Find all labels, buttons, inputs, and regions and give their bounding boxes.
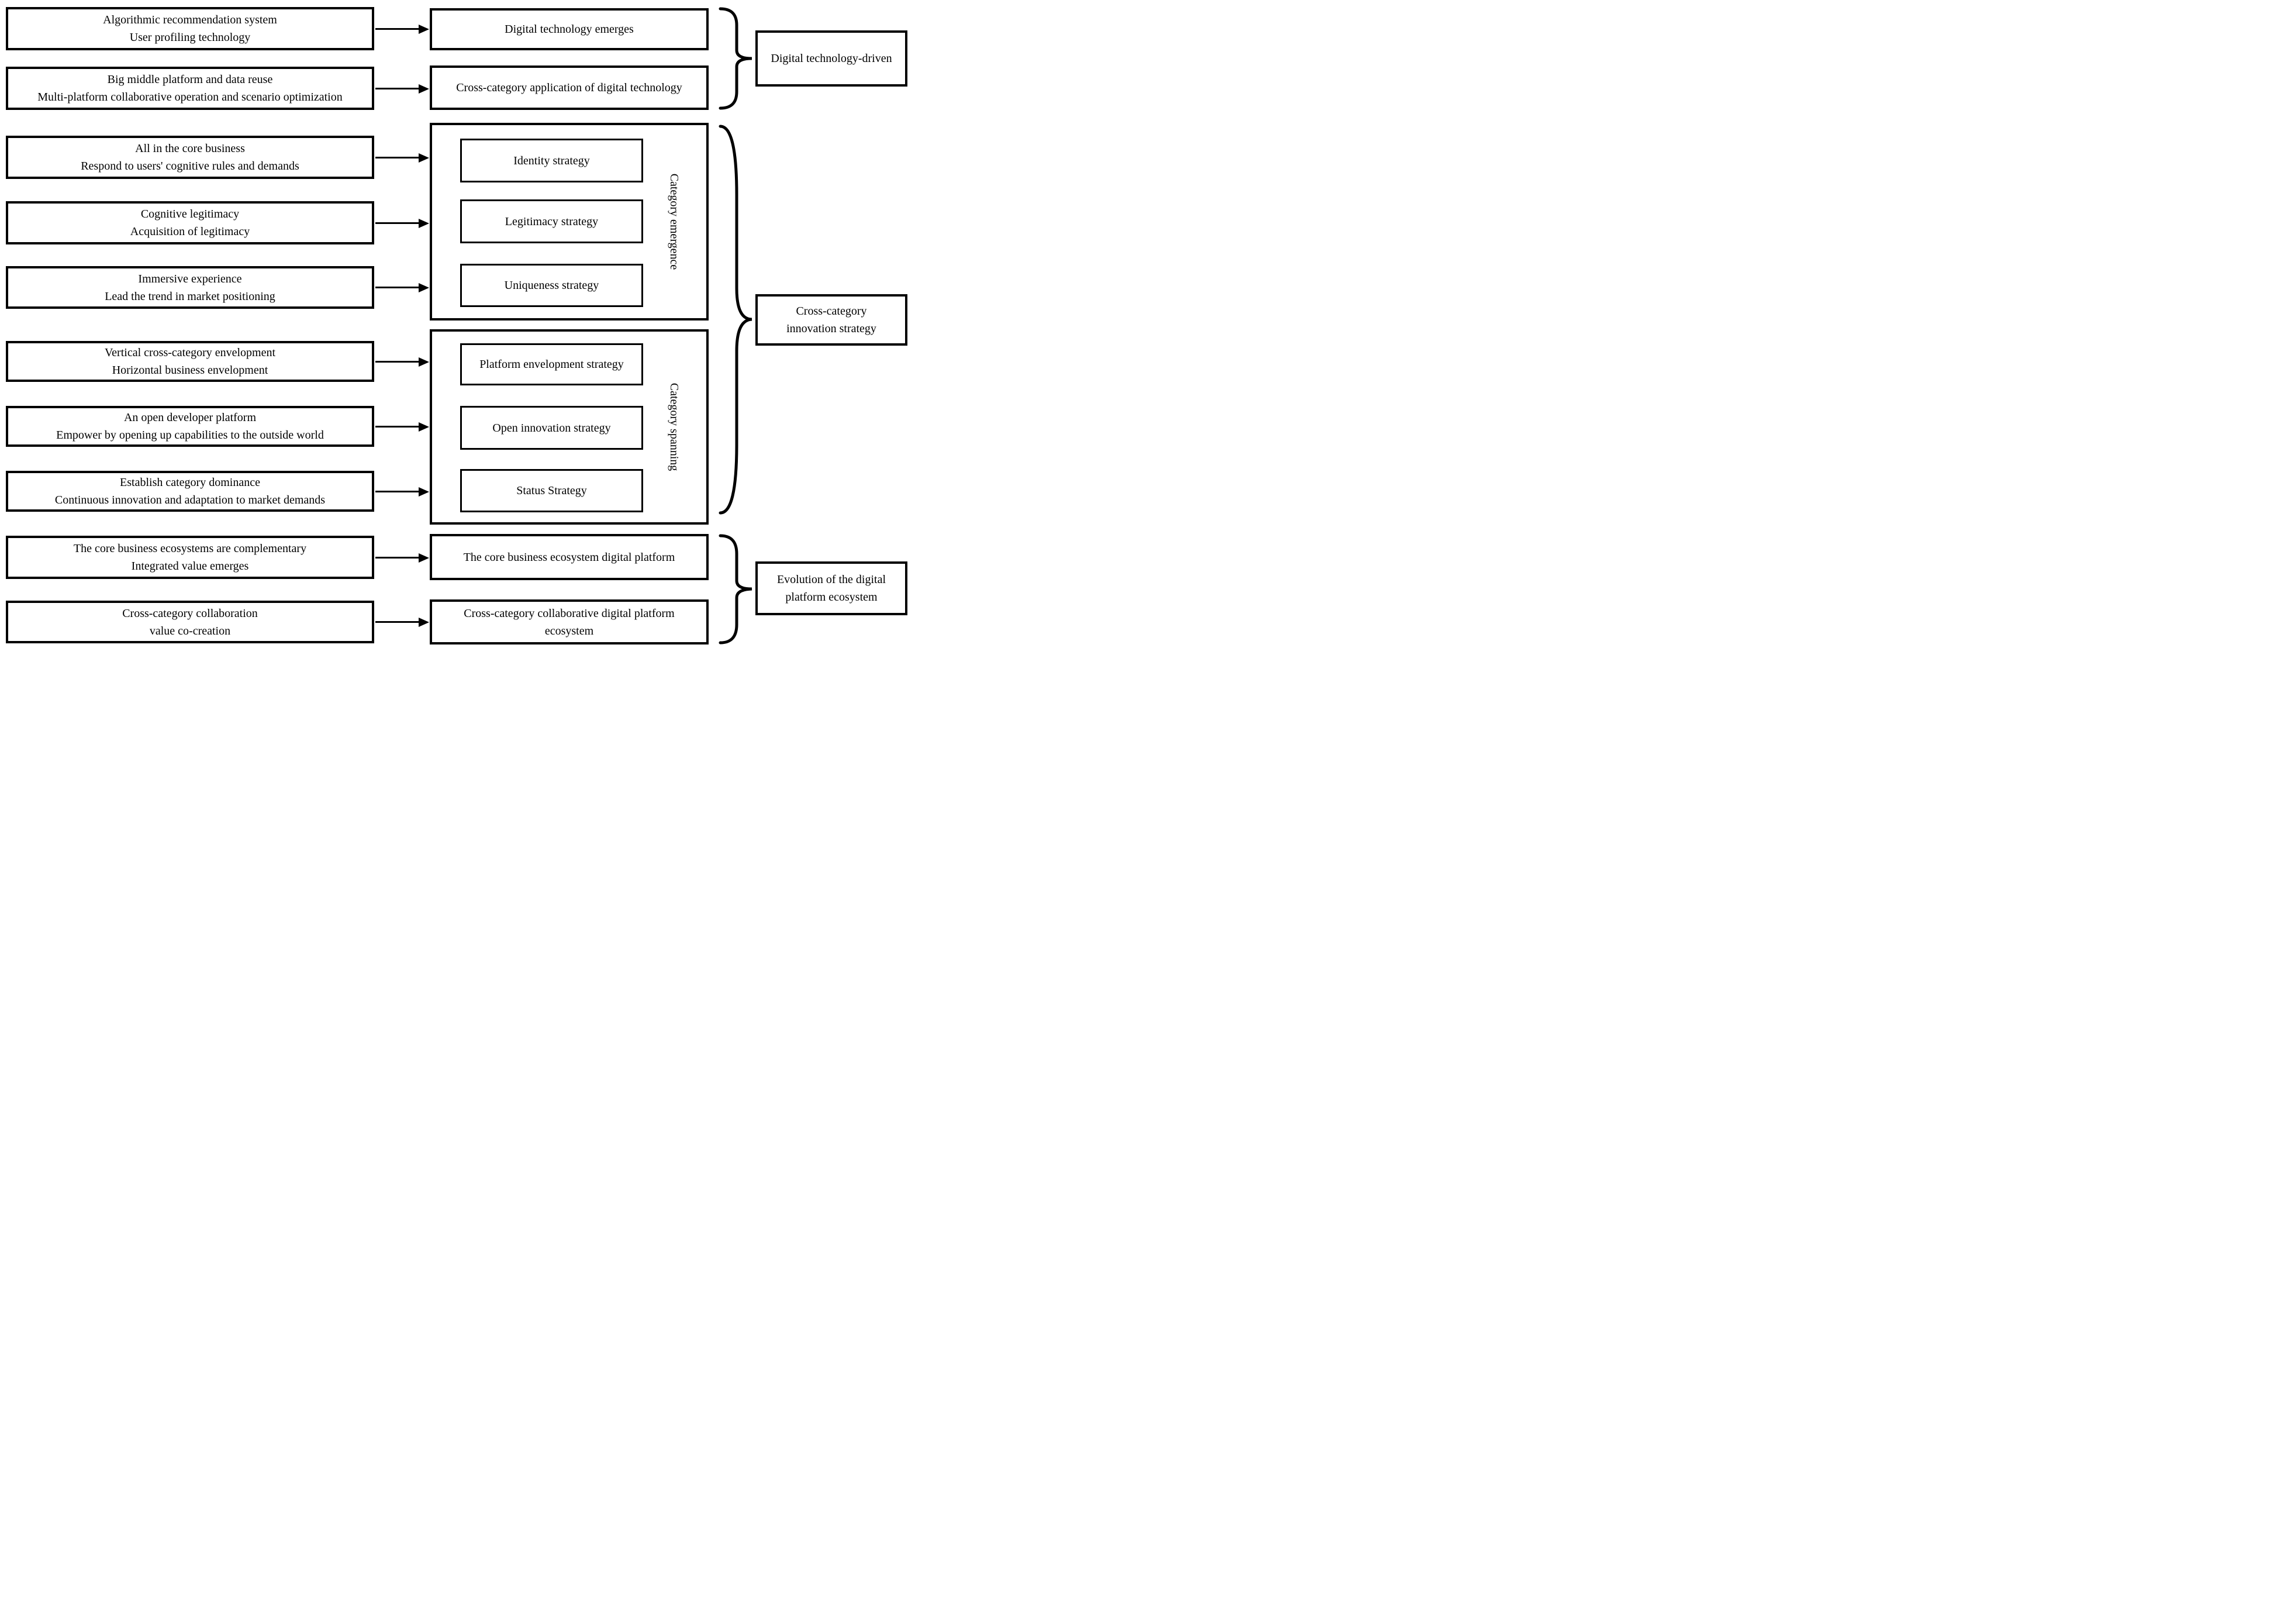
brace-digital-technology-driven [719, 7, 752, 110]
right-box-evolution-digital-platform-ecosystem: Evolution of the digital platform ecosys… [755, 561, 907, 615]
left-box-8-line2: Continuous innovation and adaptation to … [54, 494, 326, 506]
right-box-3-line2: platform ecosystem [785, 591, 878, 604]
left-box-3-line2: Respond to users' cognitive rules and de… [81, 160, 299, 173]
uniqueness-strategy-label: Uniqueness strategy [504, 279, 599, 292]
arrow-6 [375, 361, 419, 363]
strategy-box-uniqueness: Uniqueness strategy [460, 264, 643, 307]
left-box-5-line1: Immersive experience [138, 272, 242, 285]
left-box-7: An open developer platform Empower by op… [6, 406, 374, 447]
right-box-digital-technology-driven: Digital technology-driven [755, 30, 907, 87]
category-emergence-vertical-label: Category emergence [668, 173, 681, 270]
right-box-3-line1: Evolution of the digital [776, 573, 886, 586]
left-box-4: Cognitive legitimacy Acquisition of legi… [6, 201, 374, 244]
category-spanning-group: Platform envelopment strategy Open innov… [430, 329, 709, 525]
mid-box-cross-category-application: Cross-category application of digital te… [430, 66, 709, 110]
arrow-8 [375, 491, 419, 492]
left-box-2-line2: Multi-platform collaborative operation a… [37, 91, 343, 104]
category-spanning-vertical-label: Category spanning [668, 382, 681, 471]
mid-box-1-label: Digital technology emerges [505, 23, 634, 36]
left-box-8-line1: Establish category dominance [120, 476, 260, 489]
left-box-3: All in the core business Respond to user… [6, 136, 374, 179]
strategy-box-identity: Identity strategy [460, 139, 643, 182]
left-box-9-line2: Integrated value emerges [131, 560, 249, 573]
left-box-4-line1: Cognitive legitimacy [140, 208, 240, 220]
left-box-9-line1: The core business ecosystems are complem… [73, 542, 307, 555]
left-box-1: Algorithmic recommendation system User p… [6, 7, 374, 50]
left-box-5: Immersive experience Lead the trend in m… [6, 266, 374, 309]
strategy-box-open-innovation: Open innovation strategy [460, 406, 643, 450]
left-box-8: Establish category dominance Continuous … [6, 471, 374, 512]
platform-envelopment-strategy-label: Platform envelopment strategy [479, 358, 624, 371]
arrow-9 [375, 557, 419, 559]
right-box-2-line2: innovation strategy [786, 322, 876, 335]
left-box-6-line1: Vertical cross-category envelopment [104, 346, 276, 359]
left-box-4-line2: Acquisition of legitimacy [130, 225, 250, 238]
mid-box-5-line1: The core business ecosystem digital plat… [463, 550, 675, 564]
left-box-7-line2: Empower by opening up capabilities to th… [56, 429, 324, 442]
left-box-2-line1: Big middle platform and data reuse [107, 73, 273, 86]
arrow-10 [375, 621, 419, 623]
arrow-4 [375, 222, 419, 224]
left-box-6: Vertical cross-category envelopment Hori… [6, 341, 374, 382]
arrow-7 [375, 426, 419, 428]
status-strategy-label: Status Strategy [516, 484, 587, 497]
arrow-5 [375, 287, 419, 288]
mid-box-6-line2: ecosystem [544, 624, 594, 637]
left-box-7-line1: An open developer platform [123, 411, 257, 424]
strategy-box-status: Status Strategy [460, 469, 643, 512]
mid-box-6-line1: Cross-category collaborative digital pla… [464, 606, 675, 620]
diagram-canvas: Algorithmic recommendation system User p… [0, 0, 919, 650]
left-box-10-line1: Cross-category collaboration [122, 606, 258, 620]
left-box-3-line1: All in the core business [135, 142, 245, 155]
left-box-1-line2: User profiling technology [129, 31, 251, 44]
brace-cross-category-innovation-strategy [719, 125, 752, 515]
right-box-2-line1: Cross-category [796, 305, 867, 318]
left-box-2: Big middle platform and data reuse Multi… [6, 67, 374, 110]
left-box-10-line2: value co-creation [149, 624, 231, 637]
left-box-10: Cross-category collaboration value co-cr… [6, 601, 374, 643]
mid-box-2-label: Cross-category application of digital te… [456, 81, 682, 94]
strategy-box-legitimacy: Legitimacy strategy [460, 199, 643, 243]
category-emergence-group: Identity strategy Legitimacy strategy Un… [430, 123, 709, 320]
mid-box-core-business-ecosystem-platform: The core business ecosystem digital plat… [430, 534, 709, 580]
left-box-1-line1: Algorithmic recommendation system [103, 13, 277, 26]
open-innovation-strategy-label: Open innovation strategy [492, 421, 611, 435]
arrow-3 [375, 157, 419, 158]
arrow-1 [375, 28, 419, 30]
mid-box-cross-category-collaborative-ecosystem: Cross-category collaborative digital pla… [430, 599, 709, 644]
right-box-1-line1: Digital technology-driven [771, 52, 892, 65]
identity-strategy-label: Identity strategy [513, 154, 590, 167]
right-box-cross-category-innovation-strategy: Cross-category innovation strategy [755, 294, 907, 346]
strategy-box-platform-envelopment: Platform envelopment strategy [460, 343, 643, 385]
left-box-6-line2: Horizontal business envelopment [112, 364, 268, 377]
mid-box-digital-technology-emerges: Digital technology emerges [430, 8, 709, 50]
arrow-2 [375, 88, 419, 89]
brace-evolution-digital-platform-ecosystem [719, 534, 752, 644]
left-box-5-line2: Lead the trend in market positioning [105, 289, 275, 303]
legitimacy-strategy-label: Legitimacy strategy [505, 215, 599, 228]
left-box-9: The core business ecosystems are complem… [6, 536, 374, 579]
